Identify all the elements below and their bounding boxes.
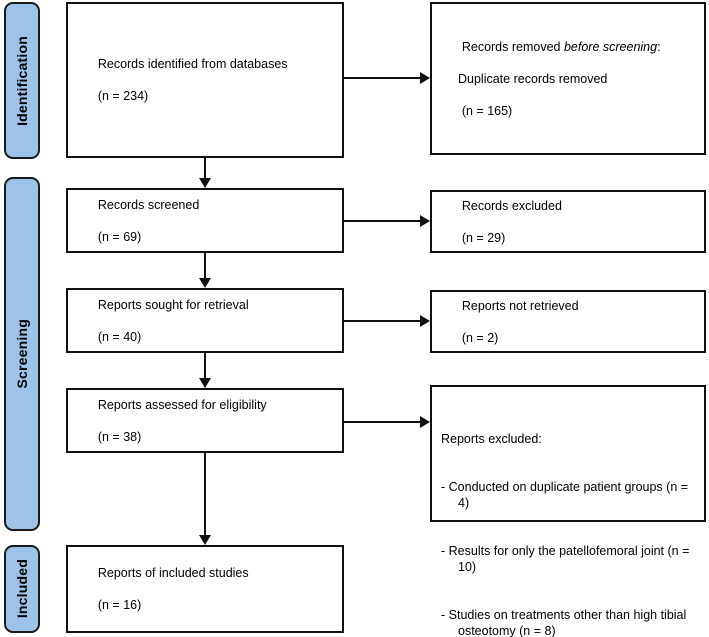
box-reports-not-retrieved-text: Reports not retrieved (n = 2) — [432, 282, 704, 362]
connector-arrowhead-sought-to-assessed — [199, 378, 211, 388]
connector-line-sought-to-assessed — [204, 353, 206, 378]
reports-assessed-line2: (n = 38) — [97, 429, 142, 444]
connector-line-sought-to-not-retrieved — [344, 320, 420, 322]
reports-not-retrieved-line1: Reports not retrieved — [461, 298, 579, 313]
reports-excluded-item-3: - Studies on treatments other than high … — [441, 608, 690, 637]
reports-excluded-heading: Reports excluded: — [441, 432, 542, 446]
reports-sought-line2: (n = 40) — [97, 329, 142, 344]
connector-arrowhead-identified-to-screened — [199, 178, 211, 188]
connector-line-screened-to-excluded — [344, 220, 420, 222]
reports-included-line2: (n = 16) — [97, 598, 142, 612]
box-reports-excluded-text: Reports excluded: - Conducted on duplica… — [432, 399, 704, 637]
reports-excluded-item-2: - Results for only the patellofemoral jo… — [441, 544, 693, 574]
reports-assessed-line1: Reports assessed for eligibility — [97, 397, 267, 412]
records-screened-line2: (n = 69) — [97, 229, 142, 244]
connector-line-assessed-to-included — [204, 453, 206, 535]
records-excluded-line2: (n = 29) — [461, 230, 506, 245]
records-screened-line1: Records screened — [97, 197, 200, 212]
connector-line-assessed-to-reports-excluded — [344, 421, 420, 423]
stage-label-included: Included — [14, 559, 30, 619]
box-records-identified: Records identified from databases (n = 2… — [66, 2, 344, 158]
records-removed-line2: Duplicate records removed — [458, 71, 608, 86]
reports-included-line1: Reports of included studies — [97, 566, 249, 580]
stage-bar-identification: Identification — [4, 2, 40, 159]
box-reports-included-text: Reports of included studies (n = 16) — [68, 549, 342, 629]
connector-arrowhead-screened-to-sought — [199, 278, 211, 288]
connector-arrowhead-sought-to-not-retrieved — [420, 315, 430, 327]
reports-not-retrieved-line2: (n = 2) — [461, 330, 499, 345]
stage-bar-screening: Screening — [4, 177, 40, 531]
records-removed-italic: before screening — [563, 39, 658, 54]
stage-label-identification: Identification — [14, 35, 30, 126]
box-reports-sought: Reports sought for retrieval (n = 40) — [66, 288, 344, 353]
box-records-screened-text: Records screened (n = 69) — [68, 181, 342, 261]
box-records-removed-text: Records removed before screening: Duplic… — [432, 23, 704, 135]
box-records-excluded-text: Records excluded (n = 29) — [432, 182, 704, 262]
box-records-removed: Records removed before screening: Duplic… — [430, 2, 706, 155]
reports-sought-line1: Reports sought for retrieval — [97, 297, 249, 312]
stage-label-screening: Screening — [14, 319, 30, 389]
box-reports-not-retrieved: Reports not retrieved (n = 2) — [430, 290, 706, 353]
box-reports-excluded: Reports excluded: - Conducted on duplica… — [430, 385, 706, 637]
box-reports-sought-text: Reports sought for retrieval (n = 40) — [68, 281, 342, 361]
box-records-excluded: Records excluded (n = 29) — [430, 190, 706, 253]
connector-line-identified-to-removed — [344, 77, 420, 79]
records-excluded-line1: Records excluded — [461, 198, 562, 213]
connector-arrowhead-assessed-to-reports-excluded — [420, 416, 430, 428]
stage-bar-included: Included — [4, 545, 40, 633]
box-reports-included: Reports of included studies (n = 16) — [66, 545, 344, 633]
records-identified-line2: (n = 234) — [97, 89, 149, 103]
box-records-identified-text: Records identified from databases (n = 2… — [68, 40, 342, 120]
records-removed-prefix: Records removed — [461, 39, 564, 54]
connector-arrowhead-screened-to-excluded — [420, 215, 430, 227]
connector-line-screened-to-sought — [204, 253, 206, 278]
box-reports-assessed: Reports assessed for eligibility (n = 38… — [66, 388, 344, 453]
connector-arrowhead-assessed-to-included — [199, 535, 211, 545]
records-removed-line3: (n = 165) — [461, 103, 513, 118]
connector-line-identified-to-screened — [204, 158, 206, 178]
box-reports-assessed-text: Reports assessed for eligibility (n = 38… — [68, 381, 342, 461]
box-records-screened: Records screened (n = 69) — [66, 188, 344, 253]
records-removed-line1: Records removed before screening: — [462, 40, 661, 54]
connector-arrowhead-identified-to-removed — [420, 72, 430, 84]
records-removed-suffix: : — [657, 39, 661, 54]
records-identified-line1: Records identified from databases — [97, 57, 288, 71]
reports-excluded-item-1: - Conducted on duplicate patient groups … — [441, 480, 692, 510]
